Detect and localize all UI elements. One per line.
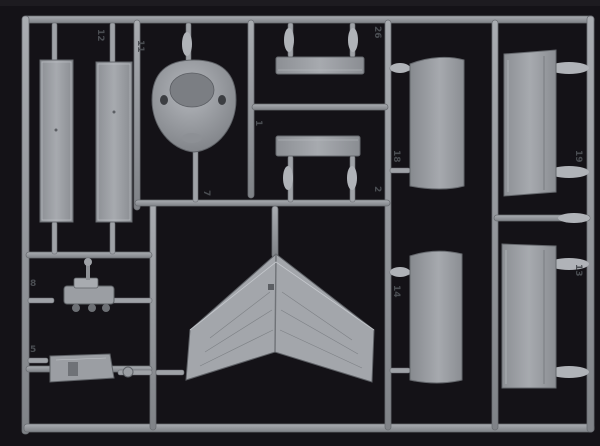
part-14-cylinder-lower: [409, 250, 463, 384]
part-5-seat: [49, 353, 134, 383]
part-11-side-panel: [95, 61, 133, 223]
gate-nubs: [182, 28, 590, 378]
part-number-2: 2: [372, 186, 382, 192]
part-number-labels: 12 11 7 26 2 1 19 18 14 13 8 5: [30, 26, 583, 355]
part-1-small-plate: [275, 135, 361, 157]
part-number-14: 14: [391, 285, 401, 298]
part-number-8: 8: [30, 279, 36, 289]
part-number-18: 18: [391, 150, 401, 163]
part-number-5: 5: [30, 345, 36, 355]
part-2-small-plate: [275, 56, 365, 75]
part-number-13: 13: [573, 264, 583, 277]
runner-frame: [21, 15, 595, 435]
part-number-7: 7: [201, 190, 211, 196]
part-number-26: 26: [372, 26, 382, 39]
part-12-side-panel: [39, 59, 74, 223]
part-number-11: 11: [135, 40, 145, 53]
part-18-cylinder-upper: [409, 56, 465, 190]
part-19-panel: [503, 49, 557, 197]
part-number-19: 19: [573, 150, 583, 163]
part-number-1: 1: [253, 120, 263, 126]
top-edge-strip: [0, 0, 600, 6]
part-8-small-vehicle: [63, 258, 115, 312]
part-number-12: 12: [95, 29, 105, 42]
part-wing: [185, 253, 375, 383]
part-13-panel: [501, 243, 557, 389]
part-7-nose-dome: [151, 59, 237, 153]
